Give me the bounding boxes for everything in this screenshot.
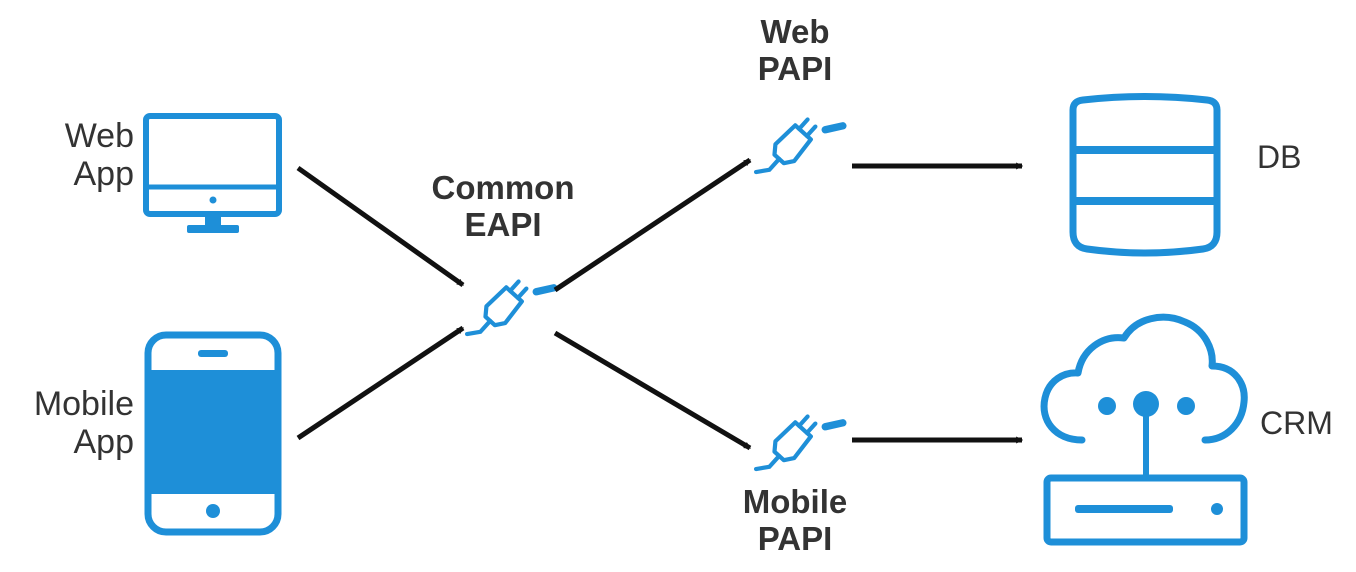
smartphone-icon [144,331,282,536]
arrow-mobileapp-to-eapi [296,325,465,441]
web-papi-label: Web PAPI [720,13,870,88]
web-app-label-line2: App [73,155,135,194]
web-papi-label-line2: PAPI [757,49,833,87]
common-eapi-plug-icon [464,263,554,357]
arrow-webapp-to-eapi [296,165,465,288]
mobile-app-label: Mobile App [6,385,134,461]
web-papi-label-line1: Web [760,13,830,50]
connector-arrows [296,157,1024,451]
web-app-label-line1: Web [64,117,134,155]
db-label: DB [1257,139,1302,175]
common-eapi-label-line1: Common [431,169,575,206]
crm-label: CRM [1260,405,1333,441]
web-papi-plug-icon [753,101,843,195]
desktop-monitor-icon [143,113,282,233]
mobile-papi-plug-icon [753,398,843,492]
arrow-eapi-to-webpapi [553,157,752,293]
mobile-app-label-line1: Mobile [33,385,134,423]
arrow-eapi-to-mobilepapi [553,330,752,451]
common-eapi-label-line2: EAPI [464,205,542,243]
mobile-papi-label: Mobile PAPI [715,483,875,558]
web-app-label: Web App [30,117,134,193]
mobile-papi-label-line2: PAPI [757,519,833,557]
database-icon [1069,93,1221,257]
mobile-papi-label-line1: Mobile [742,483,848,520]
mobile-app-label-line2: App [73,423,135,462]
cloud-server-icon [1040,313,1248,546]
common-eapi-label: Common EAPI [405,169,601,244]
